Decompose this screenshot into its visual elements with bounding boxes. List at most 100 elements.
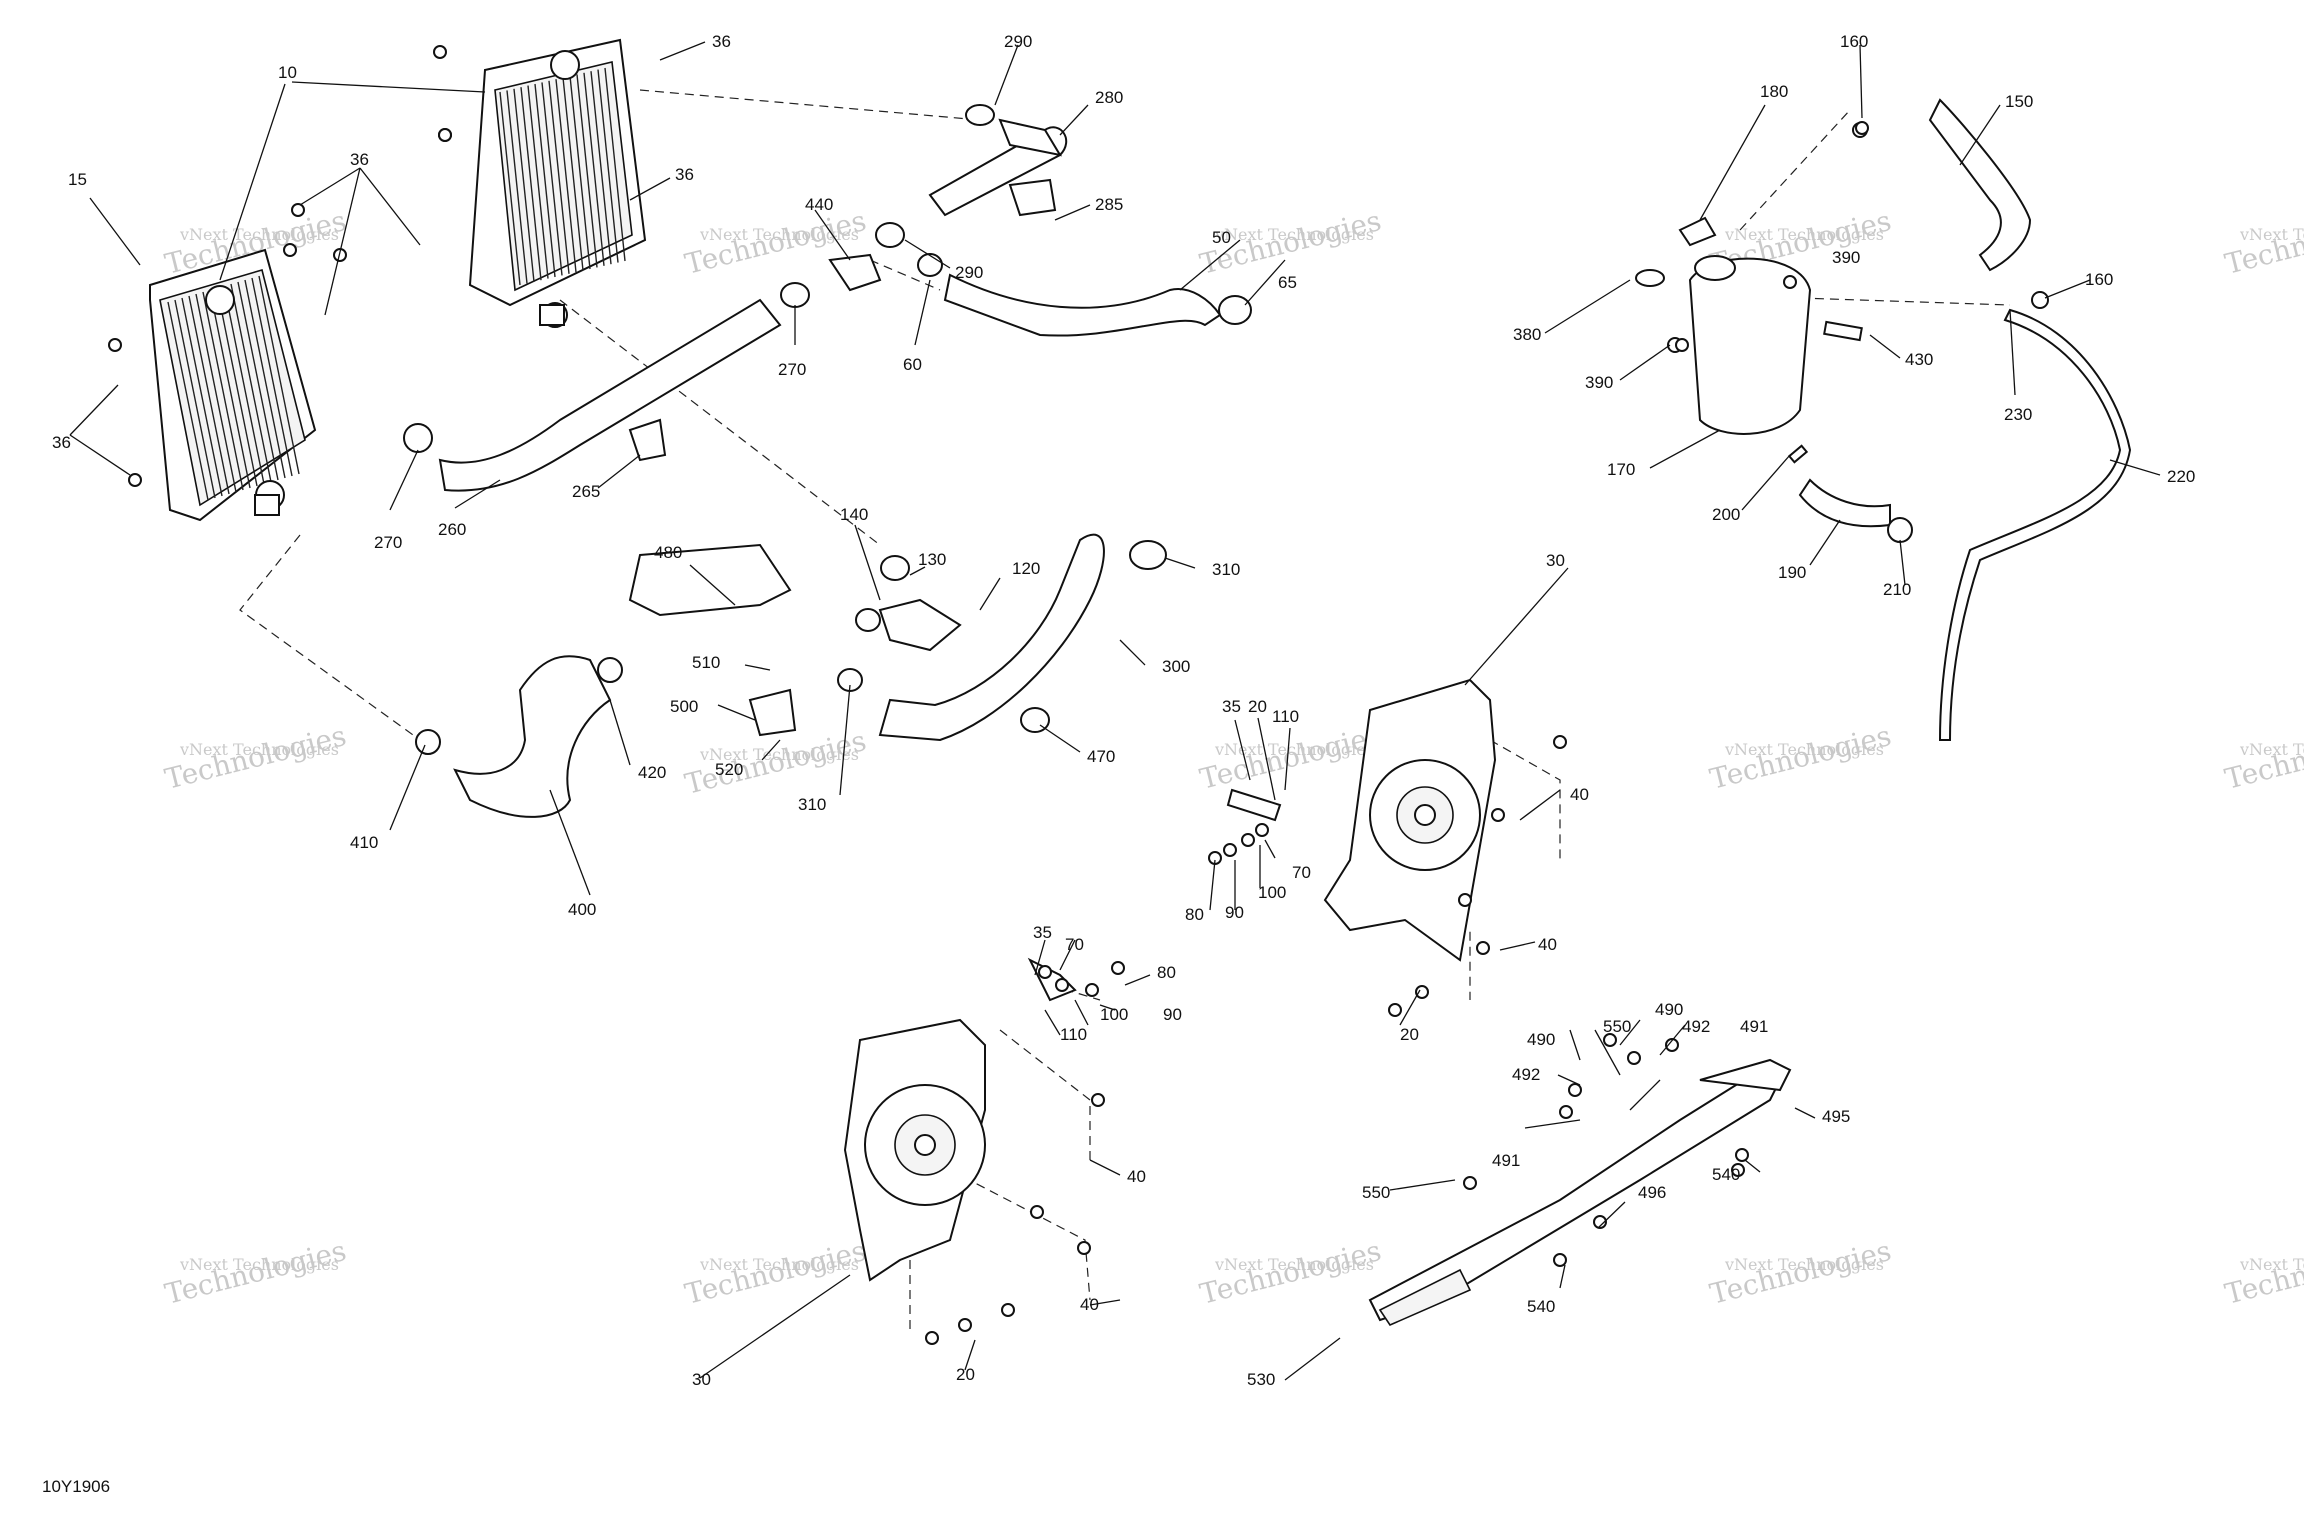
callout-35: 35 — [1033, 923, 1052, 942]
callout-491: 491 — [1740, 1017, 1768, 1036]
fastener-nut — [128, 473, 142, 487]
radiator-fin — [174, 299, 216, 499]
callout-550: 550 — [1603, 1017, 1631, 1036]
radiator-fin — [597, 69, 619, 263]
callout-490: 490 — [1527, 1030, 1555, 1049]
callout-310: 310 — [798, 795, 826, 814]
callout-20: 20 — [1248, 697, 1267, 716]
watermark-text: Technologies — [162, 1234, 350, 1311]
callout-35: 35 — [1222, 697, 1241, 716]
callout-285: 285 — [1095, 195, 1123, 214]
callout-492: 492 — [1512, 1065, 1540, 1084]
callout-496: 496 — [1638, 1183, 1666, 1202]
callout-150: 150 — [2005, 92, 2033, 111]
callout-180: 180 — [1760, 82, 1788, 101]
radiator-fin — [209, 289, 251, 489]
callout-420: 420 — [638, 763, 666, 782]
fastener-nut — [1077, 1241, 1091, 1255]
callout-15: 15 — [68, 170, 87, 189]
watermark-text: vNext Technologies — [699, 745, 859, 764]
callout-20: 20 — [956, 1365, 975, 1384]
watermark-text: vNext Technologies — [699, 1255, 859, 1274]
watermark-text: vNext Technologies — [179, 1255, 339, 1274]
cross-member — [1368, 1058, 1792, 1327]
radiator-fin — [181, 297, 223, 497]
callout-80: 80 — [1157, 963, 1176, 982]
radiator-fin — [258, 275, 300, 475]
callout-40: 40 — [1538, 935, 1557, 954]
watermark-text: vNext Technologies — [1724, 740, 1884, 759]
callout-40: 40 — [1570, 785, 1589, 804]
callout-40: 40 — [1127, 1167, 1146, 1186]
radiator-fin — [527, 85, 549, 279]
radiator-fin — [195, 293, 237, 493]
callout-550: 550 — [1362, 1183, 1390, 1202]
fastener-nut — [108, 338, 122, 352]
fastener-nut — [1001, 1303, 1015, 1317]
radiator-fin — [534, 83, 556, 278]
callout-230: 230 — [2004, 405, 2032, 424]
fastener-nut — [1675, 338, 1689, 352]
radiator-fin — [576, 74, 598, 268]
fastener-nut — [925, 1331, 939, 1345]
fastener-nut — [1627, 1051, 1641, 1065]
watermark-text: Technologies — [2222, 1234, 2304, 1311]
fastener-nut — [1665, 1038, 1679, 1052]
callout-490: 490 — [1655, 1000, 1683, 1019]
radiator-fin — [555, 79, 577, 273]
callout-110: 110 — [1060, 1025, 1087, 1044]
radiator-fin — [548, 80, 570, 274]
fastener-nut — [1783, 275, 1797, 289]
callout-390: 390 — [1585, 373, 1613, 392]
callout-530: 530 — [1247, 1370, 1275, 1389]
radiator-fin — [562, 77, 584, 271]
radiator-fin — [223, 285, 265, 485]
left-radiator — [149, 248, 317, 522]
fan-assembly-upper — [1226, 678, 1497, 962]
callout-540: 540 — [1712, 1165, 1740, 1184]
radiator-fin — [604, 67, 626, 262]
right-radiator — [468, 38, 647, 328]
fastener-nut — [958, 1318, 972, 1332]
callout-70: 70 — [1065, 935, 1084, 954]
callout-540: 540 — [1527, 1297, 1555, 1316]
callout-190: 190 — [1778, 563, 1806, 582]
fastener-nut — [433, 45, 447, 59]
fastener-nut — [1731, 1163, 1745, 1177]
hoses — [438, 98, 2132, 818]
callout-492: 492 — [1682, 1017, 1710, 1036]
radiator-fin — [216, 287, 258, 487]
radiator-fin — [513, 88, 535, 282]
radiator-fin — [230, 283, 272, 483]
callout-380: 380 — [1513, 325, 1541, 344]
radiator-fin — [541, 82, 563, 276]
callout-160: 160 — [1840, 32, 1868, 51]
callout-210: 210 — [1883, 580, 1911, 599]
watermark-text: Technologies — [1197, 719, 1385, 796]
fastener-nut — [1055, 978, 1069, 992]
fastener-nut — [1085, 983, 1099, 997]
radiator-fin — [188, 295, 230, 495]
callout-440: 440 — [805, 195, 833, 214]
fastener-nut — [1255, 823, 1269, 837]
leader-lines — [69, 41, 2161, 1381]
callout-160: 160 — [2085, 270, 2113, 289]
callout-500: 500 — [670, 697, 698, 716]
watermark-text: vNext Technologies — [1214, 740, 1374, 759]
callout-300: 300 — [1162, 657, 1190, 676]
callout-390: 390 — [1832, 248, 1860, 267]
callout-470: 470 — [1087, 747, 1115, 766]
callout-80: 80 — [1185, 905, 1204, 924]
callout-30: 30 — [1546, 551, 1565, 570]
callout-40: 40 — [1080, 1295, 1099, 1314]
callout-140: 140 — [840, 505, 868, 524]
fasteners — [108, 45, 1869, 1345]
fastener-nut — [1463, 1176, 1477, 1190]
fastener-nut — [1476, 941, 1490, 955]
fastener-nut — [1415, 985, 1429, 999]
watermark-text: Technologies — [1707, 1234, 1895, 1311]
watermark-text: vNext Technologies — [179, 740, 339, 759]
callout-50: 50 — [1212, 228, 1231, 247]
